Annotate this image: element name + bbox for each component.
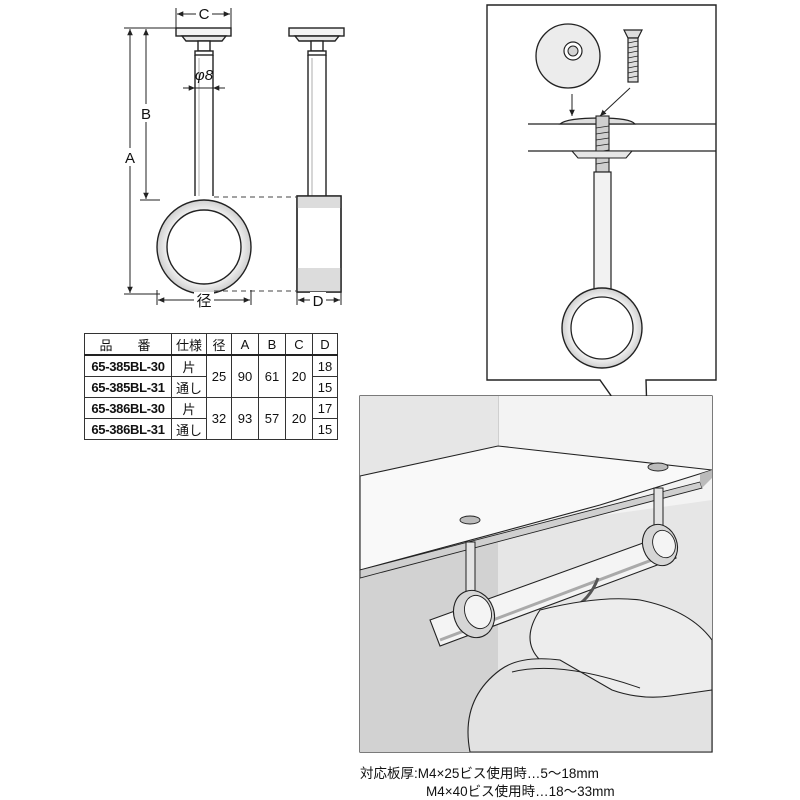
board-thickness-note-1: 対応板厚:M4×25ビス使用時…5～18mm [360, 766, 599, 781]
dim-label-d: D [313, 293, 324, 310]
d-cell: 15 [312, 376, 338, 398]
model-cell: 65-385BL-31 [84, 376, 172, 398]
header-a: A [231, 333, 259, 356]
c-cell: 20 [285, 354, 313, 398]
d-cell: 18 [312, 354, 338, 377]
b-cell: 61 [258, 354, 286, 398]
kei-cell: 32 [206, 397, 232, 440]
header-b: B [258, 333, 286, 356]
a-cell: 90 [231, 354, 259, 398]
side-view [288, 27, 345, 293]
a-cell: 93 [231, 397, 259, 440]
table-row: 65-386BL-30 片 32 93 57 20 17 [84, 397, 338, 440]
installation-illustration [359, 395, 713, 753]
d-cell: 17 [312, 397, 338, 419]
spec-cell: 通し [171, 418, 207, 440]
spec-cell: 通し [171, 376, 207, 398]
board-thickness-note-2: M4×40ビス使用時…18～33mm [426, 784, 615, 799]
c-cell: 20 [285, 397, 313, 440]
dim-label-b: B [141, 106, 151, 123]
table-row: 65-385BL-31 通し 15 [84, 376, 338, 398]
dim-label-a: A [125, 150, 135, 167]
d-cell: 15 [312, 418, 338, 440]
screw-icon [623, 29, 643, 83]
model-cell: 65-386BL-30 [84, 397, 172, 419]
kei-cell: 25 [206, 354, 232, 398]
spec-cell: 片 [171, 354, 207, 377]
table-row: 65-385BL-30 片 25 90 61 20 18 [84, 354, 338, 398]
header-d: D [312, 333, 338, 356]
dim-label-phi8: φ8 [195, 67, 214, 84]
model-cell: 65-386BL-31 [84, 418, 172, 440]
dim-label-c: C [199, 6, 210, 23]
detail-callout [486, 4, 717, 451]
dim-label-kei: 径 [196, 293, 211, 310]
header-c: C [285, 333, 313, 356]
b-cell: 57 [258, 397, 286, 440]
spec-table: 品 番 仕様 径 A B C D 65-385BL-30 片 25 90 61 … [84, 333, 338, 440]
spec-cell: 片 [171, 397, 207, 419]
model-cell: 65-385BL-30 [84, 354, 172, 377]
header-model: 品 番 [84, 333, 172, 356]
table-header-row: 品 番 仕様 径 A B C D [84, 333, 338, 356]
header-kei: 径 [206, 333, 232, 356]
table-row: 65-386BL-31 通し 15 [84, 418, 338, 440]
header-spec: 仕様 [171, 333, 207, 356]
